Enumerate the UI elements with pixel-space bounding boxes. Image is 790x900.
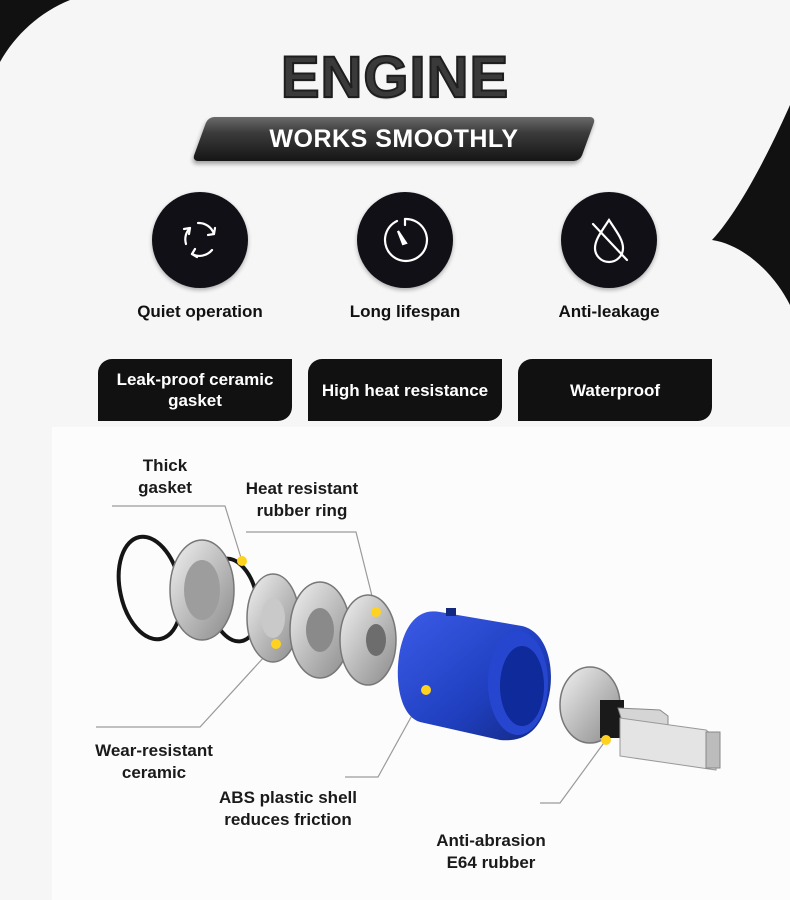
callout-heat-ring: Heat resistant rubber ring: [245, 479, 359, 520]
feature-label: Long lifespan: [349, 302, 461, 321]
callout-abs-shell: ABS plastic shell reduces friction: [219, 788, 357, 829]
feature-label: Quiet operation: [137, 302, 263, 321]
callout-thick-gasket: Thick gasket: [138, 456, 192, 497]
page-title: ENGINE: [280, 44, 510, 111]
timer-gauge-icon: [357, 192, 453, 288]
feature-anti-leakage: Anti-leakage: [509, 192, 709, 322]
no-drop-icon: [561, 192, 657, 288]
subtitle-text: WORKS SMOOTHLY: [269, 124, 519, 153]
tag-heat-resistance: High heat resistance: [308, 359, 502, 421]
recycle-arrows-icon: [152, 192, 248, 288]
callout-wear-ceramic: Wear-resistant ceramic: [95, 741, 213, 782]
tag-waterproof: Waterproof: [518, 359, 712, 421]
callout-anti-abrasion: Anti-abrasion E64 rubber: [436, 831, 546, 872]
feature-quiet-operation: Quiet operation: [100, 192, 300, 322]
feature-long-lifespan: Long lifespan: [305, 192, 505, 322]
feature-label: Anti-leakage: [558, 302, 660, 321]
subtitle-banner: WORKS SMOOTHLY: [191, 117, 597, 161]
tag-leak-proof: Leak-proof ceramic gasket: [98, 359, 292, 421]
